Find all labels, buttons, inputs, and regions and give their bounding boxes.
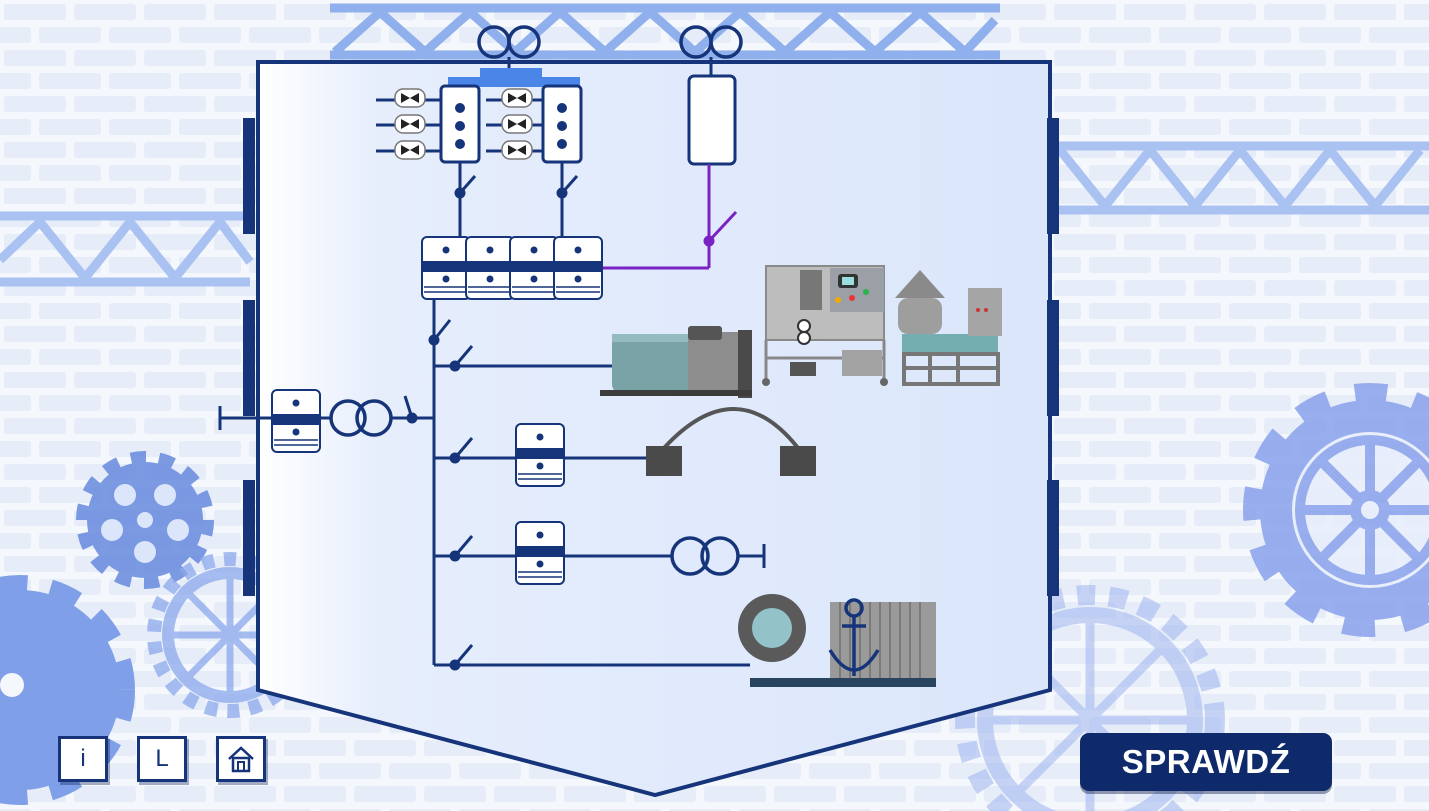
control-cabinet bbox=[762, 265, 888, 386]
gear-icon bbox=[1243, 383, 1429, 637]
shore-switch bbox=[600, 164, 738, 270]
gear-icon bbox=[76, 451, 214, 589]
info-button[interactable]: i bbox=[58, 736, 108, 782]
feeder-breaker-3 bbox=[515, 521, 565, 585]
shore-supply-box bbox=[687, 74, 737, 166]
anchor-windlass bbox=[738, 594, 936, 687]
transformer-symbol bbox=[670, 536, 766, 576]
info-label: i bbox=[80, 745, 86, 772]
main-breakers bbox=[421, 236, 603, 300]
home-button[interactable] bbox=[216, 736, 266, 782]
truss-top bbox=[330, 3, 1000, 60]
main-bus bbox=[392, 299, 750, 671]
check-button-label: SPRAWDŹ bbox=[1121, 743, 1291, 780]
feeder-breaker-2 bbox=[515, 423, 565, 487]
legend-label: L bbox=[155, 745, 169, 772]
truss-left bbox=[0, 211, 254, 287]
separator-machine bbox=[895, 270, 1002, 386]
left-feeder bbox=[218, 389, 393, 453]
legend-button[interactable]: L bbox=[137, 736, 187, 782]
pump-motor bbox=[600, 326, 752, 398]
home-icon bbox=[228, 746, 254, 773]
anchor-icon bbox=[828, 598, 880, 676]
switch-symbol bbox=[454, 162, 579, 238]
truss-right bbox=[1050, 141, 1429, 215]
check-button[interactable]: SPRAWDŹ bbox=[1080, 733, 1332, 791]
heater-element bbox=[646, 407, 816, 476]
transformer-symbol bbox=[477, 25, 743, 59]
panel-hinges bbox=[243, 118, 1059, 596]
